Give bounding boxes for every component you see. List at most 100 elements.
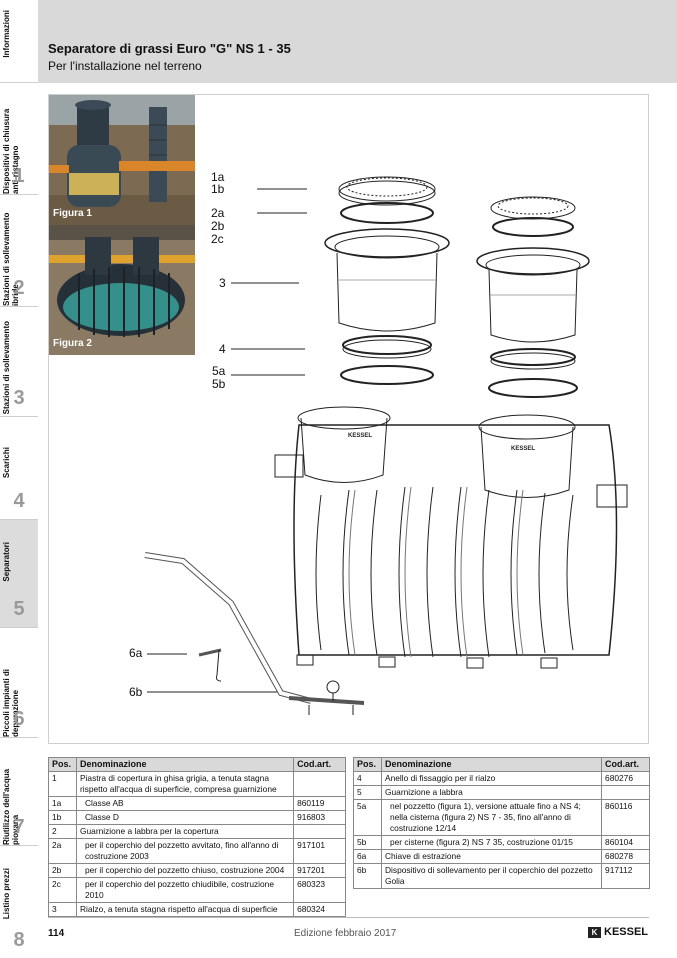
- page-subtitle: Per l'installazione nel terreno: [48, 59, 202, 73]
- col-header-code: Cod.art.: [601, 757, 650, 772]
- photo-caption: Figura 1: [53, 208, 92, 219]
- photo-figura-2: Figura 2: [49, 225, 195, 355]
- cell-name: per il coperchio del pozzetto chiudibile…: [75, 877, 295, 903]
- logo-text: KESSEL: [604, 926, 649, 938]
- cell-name: Piastra di copertura in ghisa grigia, a …: [75, 771, 295, 797]
- tab-piccoli-impianti[interactable]: Piccoli impianti di depurazione 6: [0, 628, 38, 738]
- tab-riutilizzo[interactable]: Riutilizzo dell'acqua piovana 7: [0, 738, 38, 846]
- tab-number: 8: [13, 929, 25, 951]
- separator-tank-photo: [49, 225, 195, 355]
- page-number: 114: [48, 928, 65, 939]
- cell-pos: 6b: [353, 863, 382, 889]
- callout-2b: 2b: [211, 219, 225, 233]
- cell-pos: 1a: [48, 796, 77, 811]
- chapter-sidebar: Informazioni Dispositivi di chiusura ant…: [0, 0, 38, 958]
- tab-stazioni[interactable]: Stazioni di sollevamento 3: [0, 307, 38, 417]
- brand-mark-right: KESSEL: [511, 446, 535, 452]
- col-header-name: Denominazione: [380, 757, 603, 772]
- tab-number: 7: [13, 816, 25, 838]
- col-header-pos: Pos.: [353, 757, 382, 772]
- tab-listino[interactable]: Listino prezzi 8: [0, 846, 38, 958]
- cell-code: 860116: [601, 799, 650, 836]
- cell-name: per cisterne (figura 2) NS 7 35, costruz…: [380, 835, 603, 850]
- callout-6a: 6a: [129, 646, 143, 660]
- cell-pos: 2: [48, 824, 77, 839]
- cell-code: 680323: [293, 877, 346, 903]
- photo-caption: Figura 2: [53, 338, 92, 349]
- cell-name: Chiave di estrazione: [380, 849, 603, 864]
- cell-code: [601, 785, 650, 800]
- cell-name: Guarnizione a labbra: [380, 785, 603, 800]
- tab-stazioni-ibride[interactable]: Stazioni di sollevamento ibride 2: [0, 195, 38, 307]
- cell-name: Rialzo, a tenuta stagna rispetto all'acq…: [75, 902, 295, 917]
- table-header-row: Pos. Denominazione Cod.art.: [353, 757, 650, 772]
- tab-number: 1: [13, 165, 25, 187]
- cell-code: 917201: [293, 863, 346, 878]
- tab-label: Scarichi: [2, 447, 11, 479]
- col-header-pos: Pos.: [48, 757, 77, 772]
- cell-name: Classe D: [75, 810, 295, 825]
- callout-5b: 5b: [212, 377, 226, 391]
- cell-pos: 2a: [48, 838, 77, 864]
- cell-code: [293, 824, 346, 839]
- cell-pos: 5a: [353, 799, 382, 836]
- cell-pos: 3: [48, 902, 77, 917]
- callout-2a: 2a: [211, 206, 225, 220]
- cell-code: 860119: [293, 796, 346, 811]
- exploded-drawing: KESSEL KESSEL: [144, 176, 628, 715]
- cell-code: 680278: [601, 849, 650, 864]
- table-header-row: Pos. Denominazione Cod.art.: [48, 757, 346, 772]
- cell-code: 916803: [293, 810, 346, 825]
- tab-label: Listino prezzi: [2, 868, 11, 920]
- callout-6b: 6b: [129, 685, 143, 699]
- photo-figura-1: Figura 1: [49, 95, 195, 225]
- cell-pos: 2c: [48, 877, 77, 903]
- cell-name: Dispositivo di sollevamento per il coper…: [380, 863, 603, 889]
- cell-name: per il coperchio del pozzetto chiuso, co…: [75, 863, 295, 878]
- cell-pos: 1: [48, 771, 77, 797]
- tab-number: 2: [13, 277, 25, 299]
- tab-label: Informazioni: [2, 10, 11, 58]
- cell-name: Guarnizione a labbra per la copertura: [75, 824, 295, 839]
- page-title: Separatore di grassi Euro "G" NS 1 - 35: [48, 41, 291, 56]
- cell-code: 680276: [601, 771, 650, 786]
- cell-code: 917112: [601, 863, 650, 889]
- tab-dispositivi[interactable]: Dispositivi di chiusura anti-ristagno 1: [0, 83, 38, 195]
- cell-name: Anello di fissaggio per il rialzo: [380, 771, 603, 786]
- cell-code: 680324: [293, 902, 346, 917]
- cell-code: [293, 771, 346, 797]
- page-header: Separatore di grassi Euro "G" NS 1 - 35 …: [38, 0, 677, 83]
- cell-name: per il coperchio del pozzetto avvitato, …: [75, 838, 295, 864]
- tab-number: 5: [13, 598, 25, 620]
- cell-code: 860104: [601, 835, 650, 850]
- tab-label: Separatori: [2, 542, 11, 582]
- cell-name: Classe AB: [75, 796, 295, 811]
- kessel-logo: K KESSEL: [588, 926, 648, 938]
- tab-informazioni[interactable]: Informazioni: [0, 0, 38, 83]
- tab-scarichi[interactable]: Scarichi 4: [0, 417, 38, 520]
- cell-pos: 6a: [353, 849, 382, 864]
- callout-4: 4: [219, 342, 226, 356]
- callout-2c: 2c: [211, 232, 224, 246]
- brand-mark-left: KESSEL: [348, 433, 372, 439]
- cell-pos: 4: [353, 771, 382, 786]
- callout-1b: 1b: [211, 182, 225, 196]
- footer-divider: [48, 917, 649, 918]
- cell-pos: 2b: [48, 863, 77, 878]
- edition-note: Edizione febbraio 2017: [294, 928, 397, 939]
- tab-separatori[interactable]: Separatori 5: [0, 520, 38, 628]
